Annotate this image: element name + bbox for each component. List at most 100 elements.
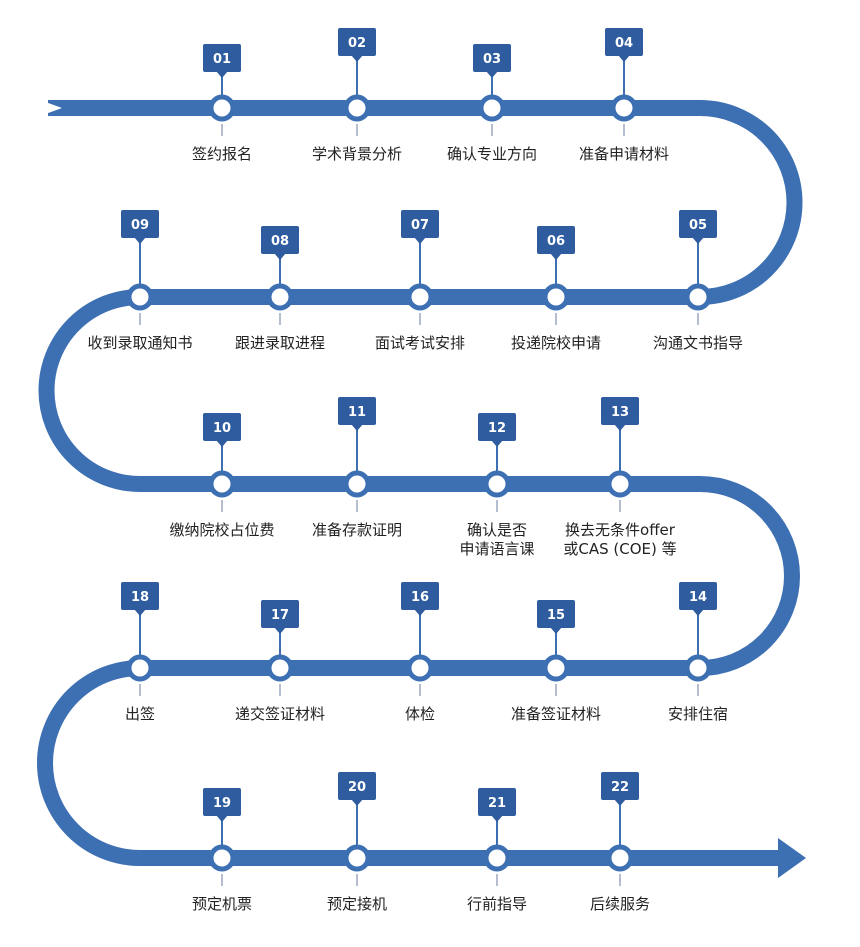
step-badge-pointer [550,627,562,634]
step-badge [478,413,516,441]
step-badge [338,397,376,425]
step-number: 12 [488,421,506,436]
step-number: 14 [689,590,707,605]
step-node [606,470,634,498]
step-label: 收到录取通知书 [87,334,192,352]
step-badge [338,28,376,56]
step-label: 准备签证材料 [511,705,601,723]
step-label: 预定接机 [327,895,387,913]
step-node [610,94,638,122]
step-label: 确认专业方向 [447,145,537,163]
track-path [37,100,803,866]
step-number: 16 [411,590,429,605]
step-number: 04 [615,36,633,51]
step-node [126,283,154,311]
step-label: 确认是否 [467,521,527,539]
step-badge-pointer [692,237,704,244]
step-badge [679,582,717,610]
step-node [483,470,511,498]
step-label: 或CAS (COE) 等 [563,540,676,558]
step-node [126,654,154,682]
step-node [684,283,712,311]
step-badge [537,226,575,254]
step-label: 缴纳院校占位费 [169,521,274,539]
step-badge [203,413,241,441]
step-number: 08 [271,234,289,249]
step-node [266,283,294,311]
step-node [208,470,236,498]
step-label: 沟通文书指导 [653,334,743,352]
step-badge [601,397,639,425]
step-badge [401,210,439,238]
step-node [542,283,570,311]
step-node [266,654,294,682]
step-number: 11 [348,405,366,420]
step-label: 跟进录取进程 [235,334,325,352]
step-badge-pointer [351,799,363,806]
step-badge-pointer [274,627,286,634]
end-arrow-head [778,838,806,878]
step-number: 17 [271,608,289,623]
start-arrow-notch [40,100,62,116]
step-node [483,844,511,872]
step-number: 05 [689,218,707,233]
step-badge [261,226,299,254]
step-node [343,470,371,498]
step-number: 22 [611,780,629,795]
step-badge-pointer [134,237,146,244]
step-badge-pointer [618,55,630,62]
step-badge [203,788,241,816]
step-node [208,94,236,122]
step-number: 09 [131,218,149,233]
track-arrows [40,100,806,878]
step-badge-pointer [351,55,363,62]
step-badge-pointer [550,253,562,260]
step-label: 预定机票 [192,895,252,913]
step-badge [478,788,516,816]
step-node [343,844,371,872]
step-badge [203,44,241,72]
step-badge [401,582,439,610]
step-badge-pointer [491,815,503,822]
step-number: 18 [131,590,149,605]
step-badge-pointer [491,440,503,447]
step-node [542,654,570,682]
step-badge-pointer [614,799,626,806]
step-badge-pointer [216,71,228,78]
step-number: 06 [547,234,565,249]
step-badge [473,44,511,72]
step-badge-pointer [134,609,146,616]
step-badge-pointer [414,609,426,616]
step-badge-pointer [486,71,498,78]
step-list: 01签约报名02学术背景分析03确认专业方向04准备申请材料05沟通文书指导06… [87,28,743,913]
step-number: 01 [213,52,231,67]
step-label: 递交签证材料 [235,705,325,723]
step-label: 投递院校申请 [511,334,601,352]
step-node [343,94,371,122]
step-09: 09 收到录取通知书 [87,210,193,352]
step-05: 05 沟通文书指导 [653,210,743,352]
step-badge [261,600,299,628]
step-badge-pointer [351,424,363,431]
step-badge-pointer [614,424,626,431]
step-node [606,844,634,872]
step-badge-pointer [216,815,228,822]
step-node [406,283,434,311]
step-17: 17 递交签证材料 [235,600,325,723]
step-label: 行前指导 [467,895,527,913]
step-number: 10 [213,421,231,436]
step-10: 10 缴纳院校占位费 [169,413,275,539]
step-number: 13 [611,405,629,420]
step-badge [121,582,159,610]
